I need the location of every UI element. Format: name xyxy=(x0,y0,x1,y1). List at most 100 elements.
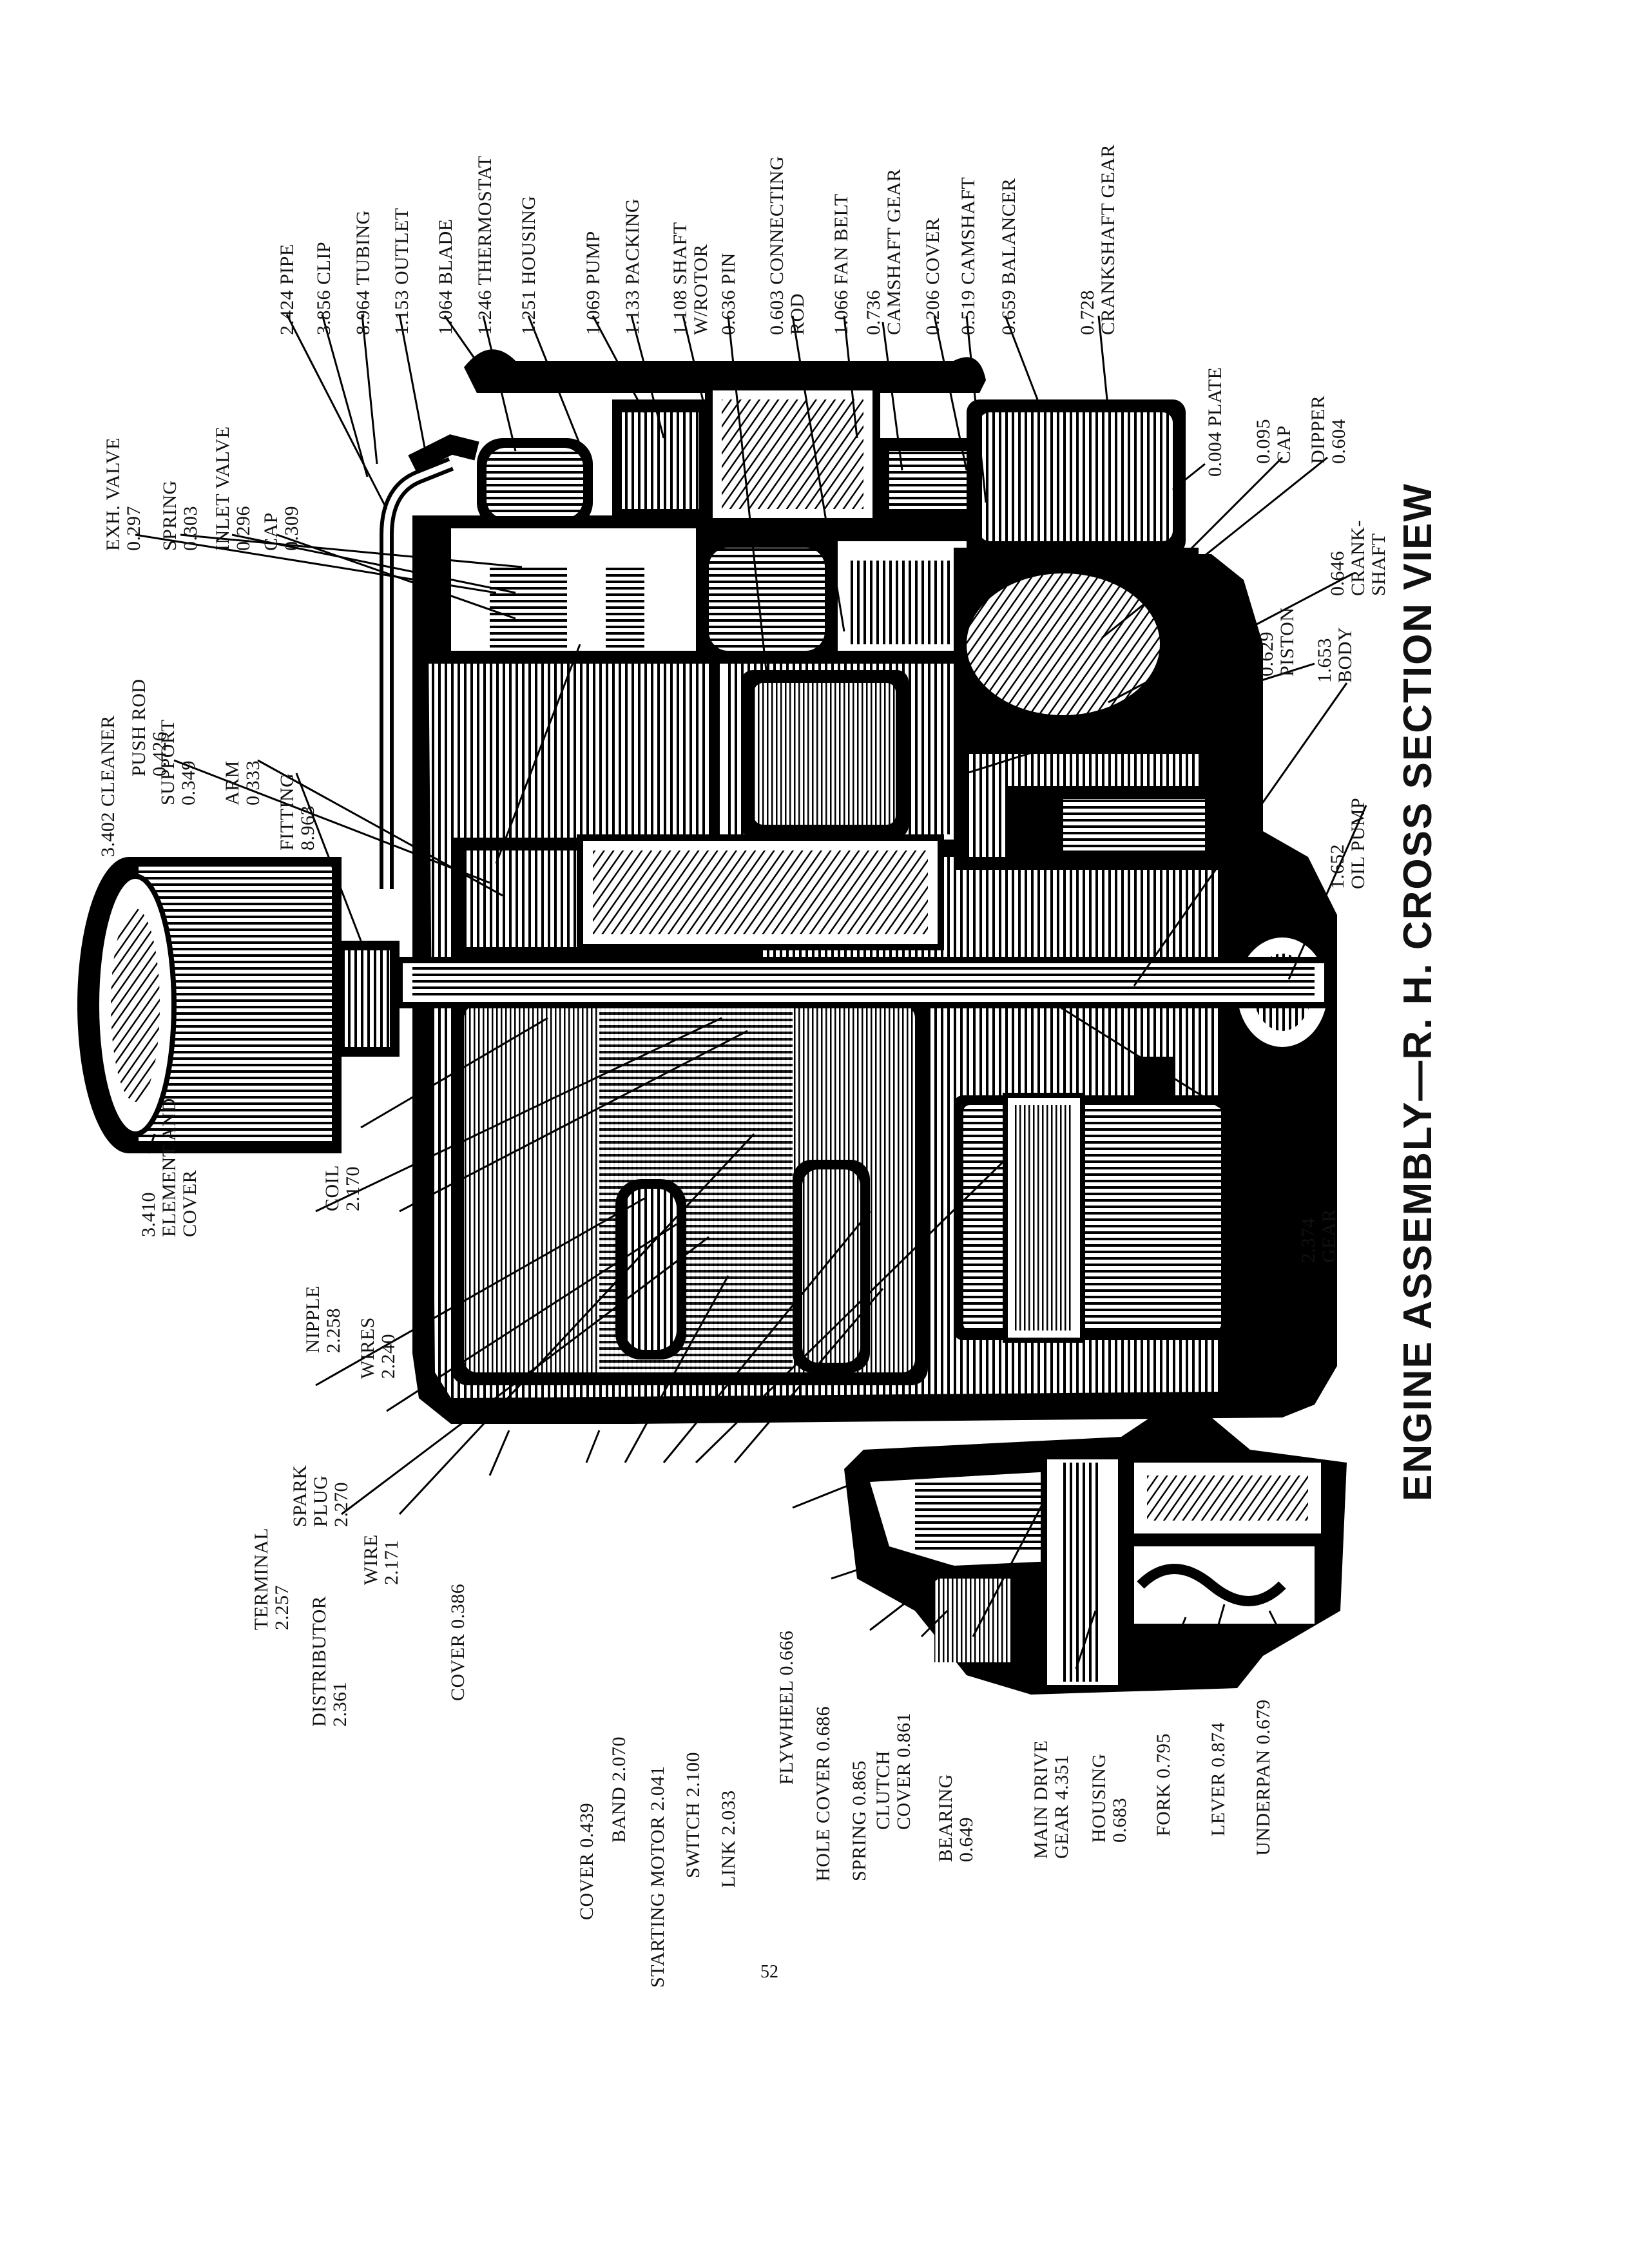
callout-label-line: FLYWHEEL 0.666 xyxy=(776,1630,797,1785)
callout-label-line: 0.683 xyxy=(1109,1798,1130,1843)
callout-label-line: NIPPLE xyxy=(302,1285,323,1353)
main-shaft xyxy=(396,957,1331,1008)
callout-spring-clutch: SPRING 0.865 xyxy=(849,1760,870,1881)
air-cleaner-drawing xyxy=(77,857,400,1153)
callout-label-line: GEAR xyxy=(1318,1209,1340,1263)
callout-cover-439: COVER 0.439 xyxy=(576,1802,597,1920)
callout-pipe: 2.424 PIPE xyxy=(276,244,298,335)
callout-label-line: TERMINAL xyxy=(251,1528,272,1630)
callout-label-line: PLUG xyxy=(310,1475,331,1527)
leader-lines xyxy=(135,314,1367,1688)
callout-label-line: OIL PUMP xyxy=(1347,797,1369,889)
fan-water-pump xyxy=(464,349,1186,554)
callout-label-line: ROD xyxy=(787,293,808,335)
callout-link: LINK 2.033 xyxy=(718,1790,739,1888)
side-cover xyxy=(451,992,928,1385)
cylinder-head xyxy=(412,515,979,664)
callout-label-line: 1.246 THERMOSTAT xyxy=(474,155,496,335)
callout-label-line: 3.402 CLEANER xyxy=(97,715,119,857)
callout-label-line: 2.270 xyxy=(331,1482,352,1527)
callout-band: BAND 2.070 xyxy=(608,1736,630,1843)
clutch-housing xyxy=(844,1411,1347,1695)
callout-tubing: 8.964 TUBING xyxy=(352,210,374,335)
callout-label-line: SPRING 0.865 xyxy=(849,1760,870,1881)
water-tubing xyxy=(380,434,479,889)
callout-label-line: BAND 2.070 xyxy=(608,1736,630,1843)
callout-label-line: 1.133 PACKING xyxy=(622,198,643,335)
callout-label-line: 2.257 xyxy=(271,1585,293,1630)
callout-label-line: LEVER 0.874 xyxy=(1208,1722,1229,1836)
callout-label-line: STARTING MOTOR 2.041 xyxy=(647,1765,668,1988)
callout-label-line: 8.964 TUBING xyxy=(352,210,374,335)
callout-label-line: 1.066 FAN BELT xyxy=(831,193,852,335)
callout-label-line: 0.604 xyxy=(1328,419,1349,464)
callout-label-line: GEAR 4.351 xyxy=(1051,1754,1072,1859)
callout-label-line: DISTRIBUTOR xyxy=(309,1595,330,1727)
callout-label-line: 0.095 xyxy=(1253,419,1274,464)
callout-label-line: 0.206 COVER xyxy=(922,217,943,335)
callout-label-line: 0.519 CAMSHAFT xyxy=(958,177,979,335)
callout-label-line: 0.636 PIN xyxy=(718,253,739,335)
callout-label-line: SHAFT xyxy=(1368,533,1389,596)
callout-label-line: 1.108 SHAFT xyxy=(670,222,691,335)
callout-outlet: 1.153 OUTLET xyxy=(391,207,412,335)
callout-label-line: SUPPORT xyxy=(157,719,178,805)
callout-label-line: WIRE xyxy=(360,1534,381,1585)
starting-motor-drawing xyxy=(954,1057,1231,1343)
callout-label-line: 0.309 xyxy=(281,506,302,551)
callout-label-line: CRANK- xyxy=(1347,519,1369,596)
callout-label-line: FITTING xyxy=(276,773,298,850)
callout-clip: 3.856 CLIP xyxy=(313,242,334,335)
callout-label-line: COVER 0.439 xyxy=(576,1802,597,1920)
callout-label-line: 0.333 xyxy=(242,760,264,805)
callout-pump: 1.069 PUMP xyxy=(583,231,604,335)
callout-label-line: 0.736 xyxy=(863,290,884,335)
callout-label-line: 2.361 xyxy=(329,1682,351,1727)
callout-lever: LEVER 0.874 xyxy=(1208,1722,1229,1836)
callout-label-line: 0.649 xyxy=(956,1817,977,1862)
callout-cover-top: 0.206 COVER xyxy=(922,217,943,335)
callout-label-line: 0.349 xyxy=(178,760,199,805)
callout-label-line: 2.374 xyxy=(1298,1218,1319,1263)
callout-label-line: 0.629 xyxy=(1256,631,1277,677)
callout-balancer: 0.659 BALANCER xyxy=(998,178,1019,335)
callout-fan-belt: 1.066 FAN BELT xyxy=(831,193,852,335)
callout-label-line: 0.303 xyxy=(180,506,201,551)
callout-switch: SWITCH 2.100 xyxy=(682,1752,704,1878)
callout-plate: 0.004 PLATE xyxy=(1204,367,1226,477)
callout-label-line: 1.251 HOUSING xyxy=(518,195,539,336)
callout-cover-386: COVER 0.386 xyxy=(447,1584,468,1701)
callout-label-line: INLET VALVE xyxy=(212,426,233,551)
callout-underpan: UNDERPAN 0.679 xyxy=(1253,1699,1274,1856)
callout-label-line: LINK 2.033 xyxy=(718,1790,739,1888)
callout-label-line: EXH. VALVE xyxy=(102,437,124,551)
callout-label-line: 8.963 xyxy=(297,805,318,850)
callout-label-line: 1.652 xyxy=(1327,844,1348,889)
callout-starting-motor: STARTING MOTOR 2.041 xyxy=(647,1765,668,1988)
callout-packing: 1.133 PACKING xyxy=(622,198,643,335)
callout-label-line: CAP xyxy=(1273,425,1295,464)
callout-label-line: 0.296 xyxy=(233,506,254,551)
callout-label-line: 2.170 xyxy=(342,1166,363,1211)
